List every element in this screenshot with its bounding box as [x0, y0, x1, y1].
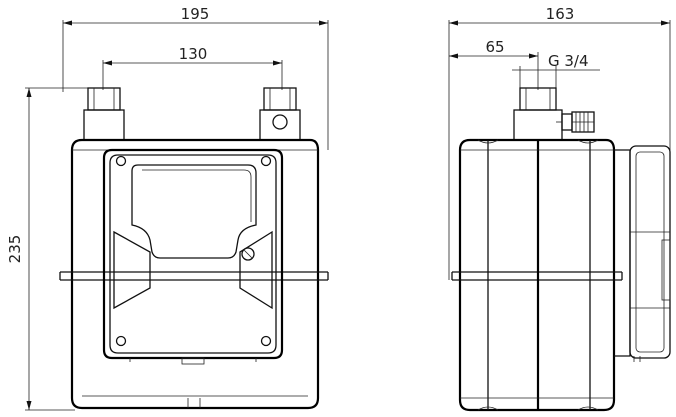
dimension-connection-offset: 65	[449, 38, 539, 90]
side-pipe-connection	[513, 87, 563, 141]
index-window	[131, 164, 257, 259]
dimension-overall-height: 235	[6, 87, 88, 411]
front-pipe-connections	[83, 87, 301, 141]
dimension-connection-spacing: 130	[102, 45, 283, 90]
side-view: 163 65 G 3/4	[448, 5, 671, 412]
connection-offset-label: 65	[485, 38, 504, 56]
dimension-overall-width: 195	[62, 5, 329, 150]
dimension-overall-depth: 163	[448, 5, 671, 280]
thread-size-callout: G 3/4	[512, 52, 600, 90]
connection-spacing-label: 130	[179, 45, 208, 63]
overall-depth-label: 163	[546, 5, 575, 23]
side-valve-fitting	[556, 111, 595, 133]
side-meter-body	[451, 138, 623, 412]
thread-size-label: G 3/4	[548, 52, 589, 70]
front-side-brackets	[113, 230, 273, 310]
front-cover-panel	[102, 148, 284, 360]
overall-width-label: 195	[181, 5, 210, 23]
front-view: 195 130 235	[6, 5, 329, 411]
side-cover-profile	[614, 145, 671, 362]
overall-height-label: 235	[6, 235, 24, 264]
front-meter-body	[59, 138, 329, 410]
front-bottom-details	[129, 357, 257, 408]
